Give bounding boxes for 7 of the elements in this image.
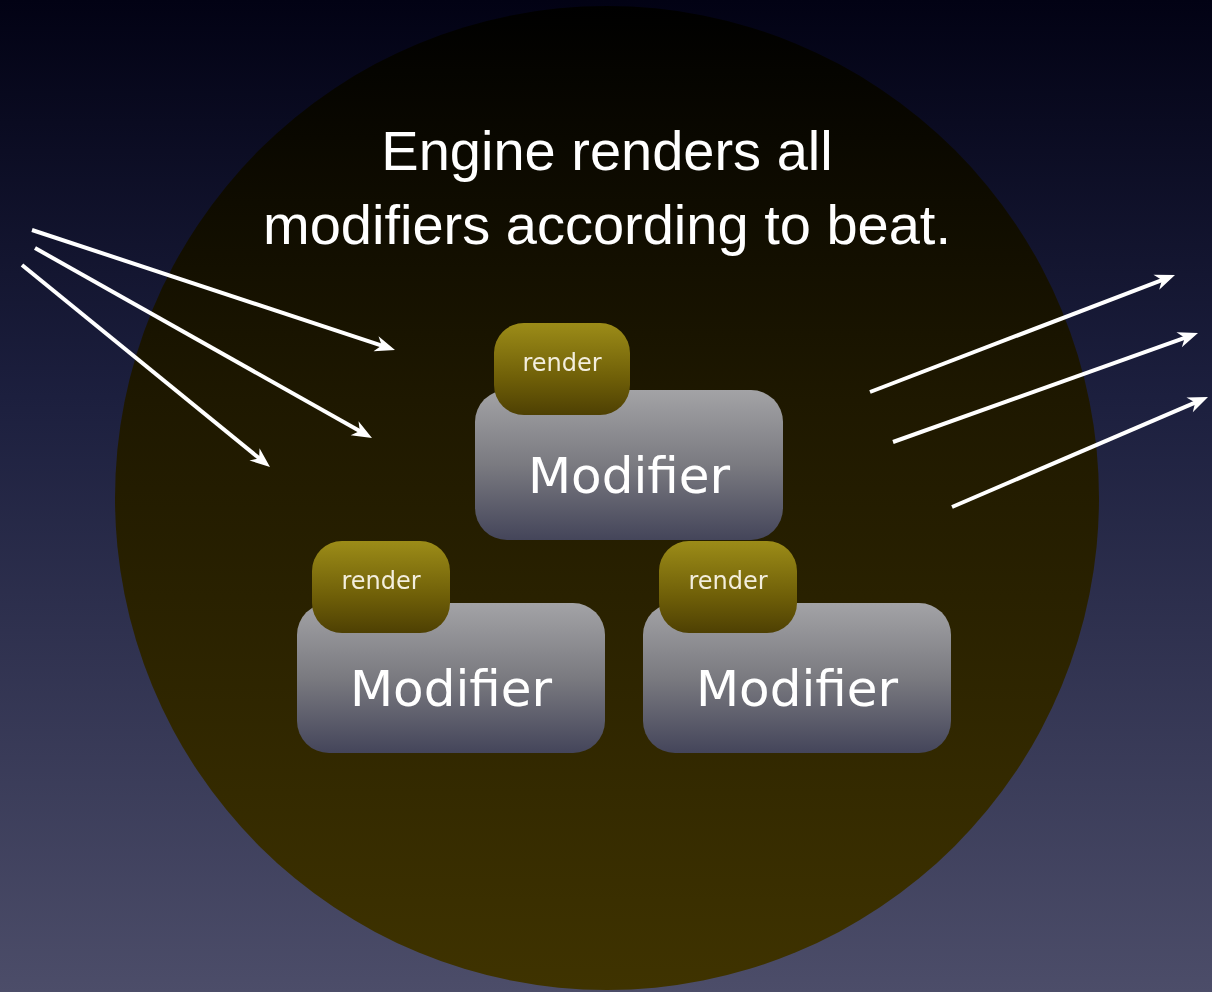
- modifier-box: Modifier: [297, 603, 605, 753]
- engine-caption: Engine renders all modifiers according to beat.: [262, 118, 952, 258]
- render-tab: render: [312, 541, 450, 633]
- render-tab: render: [494, 323, 630, 415]
- modifier-box: Modifier: [475, 390, 783, 540]
- modifier-box: Modifier: [643, 603, 951, 753]
- render-tab: render: [659, 541, 797, 633]
